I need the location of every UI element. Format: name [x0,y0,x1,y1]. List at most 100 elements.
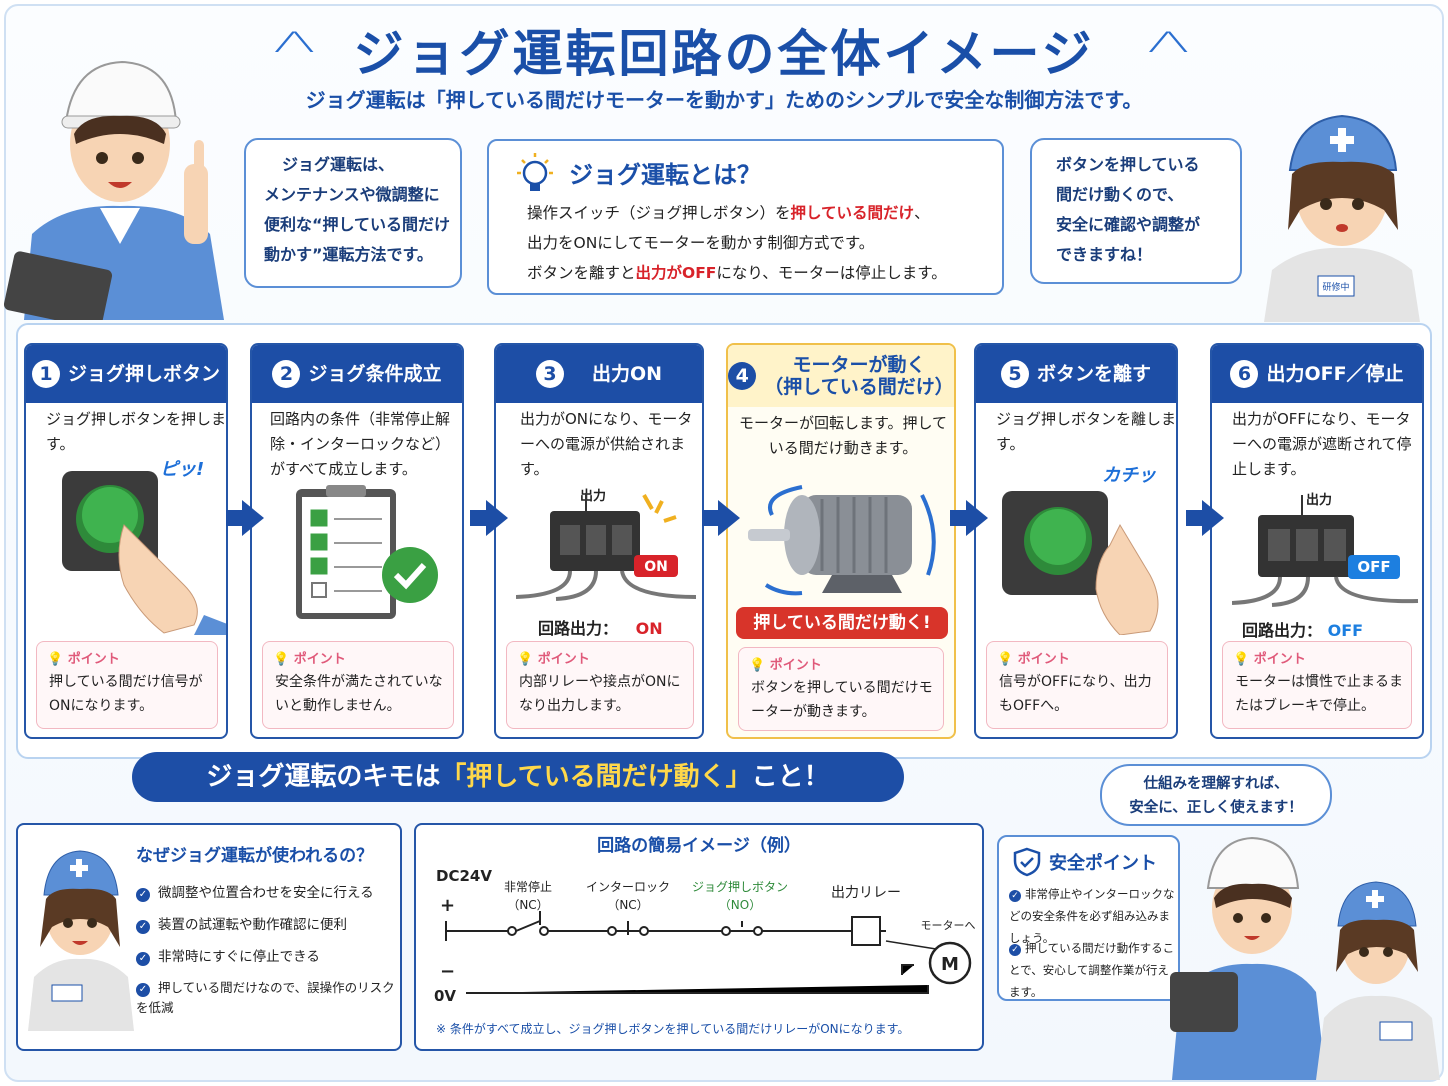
motor-symbol-icon [928,941,972,985]
step-point-box: 💡 ポイント ボタンを押している間だけモーターが動きます。 [738,647,944,731]
lightbulb-icon [517,153,553,191]
relay-off-icon: OFF [1232,495,1419,607]
output-value: OFF [1327,621,1364,640]
safety-item-text: 非常停止やインターロックなどの安全条件を必ず組み込みましょう。 [1009,887,1175,945]
safety-item: ✓押している間だけ動作することで、安心して調整作業が行えます。 [1009,937,1177,1003]
point-label: ポイント [293,652,346,667]
step-number: 4 [728,362,757,390]
point-label: ポイント [537,652,590,667]
worker-female-illustration: 研修中 [1264,114,1420,322]
safety-item: ✓非常停止やインターロックなどの安全条件を必ず組み込みましょう。 [1009,883,1177,949]
step-title-line: （押している間だけ） [764,376,954,398]
on-tag: ON [644,559,668,575]
bubble-line: メンテナンスや微調整に [264,185,440,204]
switch-label: 非常停止 [504,879,552,894]
bubble-line: ジョグ運転は、 [282,155,395,174]
left-speech-bubble: ジョグ運転は、 メンテナンスや微調整に 便利な“押している間だけ 動かす”運転方… [244,138,462,288]
step-title: 出力ON [591,363,663,385]
why-item: ✓押している間だけなので、誤操作のリスクを低減 [136,977,400,1016]
circuit-note: ※ 条件がすべて成立し、ジョグ押しボタンを押している間だけリレーがONになります… [436,1021,909,1036]
green-pushbutton-released-icon [1002,491,1159,635]
step-title-line: モーターが動く [792,354,926,376]
circuit-diagram-panel: 回路の簡易イメージ（例） DC24V + − 0V M 非常停止 （NC） イン… [414,823,984,1051]
step-point-box: 💡 ポイント 押している間だけ信号がONになります。 [36,641,218,729]
motor-rotating-icon [748,485,936,596]
point-label: ポイント [1017,652,1070,667]
minus-label: − [440,961,455,982]
step-desc: ジョグ押しボタンを離します。 [996,410,1177,453]
circuit-output: 回路出力： OFF [1242,617,1363,641]
relay-on-icon: ON [516,493,697,601]
step-desc: 回路内の条件（非常停止解除・インターロックなど）がすべて成立します。 [270,410,451,478]
output-label: 回路出力： [1242,621,1323,640]
moving-banner: 押している間だけ動く! [736,607,948,639]
switch-type-label: （NO） [719,898,761,912]
why-item: ✓ 装置の試運転や動作確認に便利 [136,913,347,934]
emergency-stop-contact [515,911,541,932]
why-item-text: 装置の試運転や動作確認に便利 [158,917,347,933]
point-label: ポイント [67,652,120,667]
point-text: モーターは慣性で止まるまたはブレーキで停止。 [1235,674,1403,714]
step-title: ジョグ押しボタン [67,363,220,385]
text: になり、モーターは停止します。 [716,264,947,282]
check-icon: ✓ [136,888,150,902]
worker-female-small-illustration [28,850,134,1031]
step-title: ジョグ条件成立 [308,363,442,385]
point-header: 💡 ポイント [273,652,346,667]
output-value: ON [635,619,663,638]
why-item-text: 押している間だけなので、誤操作のリスクを低減 [136,980,395,1015]
switch-label: ジョグ押しボタン [692,880,788,894]
what-line-2: 出力をONにしてモーターを動かす制御方式です。 [527,234,875,252]
step-desc: 出力がOFFになり、モーターへの電源が遮断されて停止します。 [1232,410,1412,478]
page-subtitle: ジョグ運転は「押している間だけモーターを動かす」ためのシンプルで安全な制御方法で… [305,88,1143,112]
point-label: ポイント [769,658,822,673]
check-icon: ✓ [1009,890,1021,902]
why-title: なぜジョグ運転が使われるの？ [136,846,374,866]
green-pushbutton-pressed-icon [62,471,226,635]
point-text: 安全条件が満たされていないと動作しません。 [275,674,443,714]
check-icon: ✓ [136,983,150,997]
understanding-speech-bubble: 仕組みを理解すれば、 安全に、正しく使えます！ [1100,764,1332,826]
plus-label: + [440,895,455,916]
step-number: 3 [535,360,564,388]
check-icon: ✓ [136,920,150,934]
switch-type-label: （NC） [507,898,548,912]
step-desc: 出力がONになり、モーターへの電源が供給されます。 [520,410,693,478]
output-label: 回路出力： [538,619,619,638]
page-title: ジョグ運転回路の全体イメージ [353,25,1095,83]
bubble-line: 動かす”運転方法です。 [264,245,433,264]
safety-points-panel: 安全ポイント ✓非常停止やインターロックなどの安全条件を必ず組み込みましょう。 … [997,835,1180,1001]
what-line-1: 操作スイッチ（ジョグ押しボタン）を押している間だけ、 [527,201,930,223]
step-point-box: 💡 ポイント モーターは慣性で止まるまたはブレーキで停止。 [1222,641,1412,729]
key-point-banner: ジョグ運転のキモは「押している間だけ動く」こと！ [132,752,904,802]
check-icon: ✓ [1009,944,1021,956]
what-line-3: ボタンを離すと出力がOFFになり、モーターは停止します。 [527,261,947,283]
spark-right-icon: ⟋⟍ [1150,28,1187,58]
output-relay-coil [851,916,881,946]
bubble-line: 便利な“押している間だけ [264,215,451,234]
off-tag: OFF [1357,558,1390,576]
point-header: 💡 ポイント [47,652,120,667]
bubble-line: 安全に確認や調整が [1056,215,1201,234]
switch-type-label: （NC） [607,898,648,912]
switch-label: インターロック [586,880,670,894]
step-title: 出力OFF／停止 [1266,363,1404,385]
what-title: ジョグ運転とは？ [569,161,761,189]
text: ボタンを離すと [527,264,636,282]
point-text: 押している間だけ信号がONになります。 [49,674,203,714]
motor-to-label: モーターへ [921,919,976,932]
point-header: 💡 ポイント [1233,652,1306,667]
step-desc: ジョグ押しボタンを押します。 [46,410,227,453]
step-point-box: 💡 ポイント 内部リレーや接点がONになり出力します。 [506,641,694,729]
shield-check-icon [1013,847,1041,877]
